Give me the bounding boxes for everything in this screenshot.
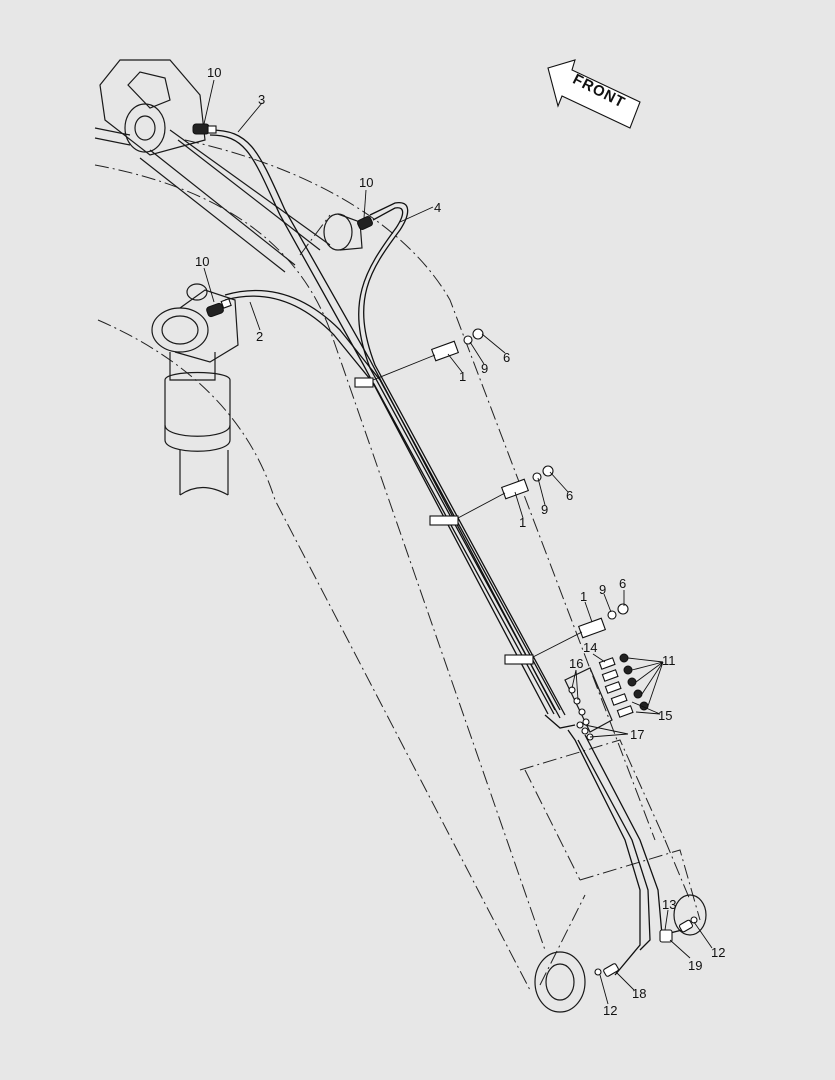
bottom-fittings — [594, 916, 698, 977]
bucket-cylinder-mount — [323, 213, 363, 251]
callout-1-middle: 1 — [519, 515, 526, 530]
callout-17: 17 — [630, 727, 644, 742]
arm-tip-pin — [534, 894, 707, 1013]
bolts-14-15 — [598, 657, 634, 718]
clamp-assembly-lower — [504, 603, 629, 665]
callout-13: 13 — [662, 897, 676, 912]
boom-outline — [94, 139, 701, 991]
callout-19: 19 — [688, 958, 702, 973]
callout-4: 4 — [434, 200, 441, 215]
fitting-10-left — [206, 298, 232, 318]
callout-18: 18 — [632, 986, 646, 1001]
leader-lines — [203, 79, 713, 1005]
clamp-assembly-upper — [354, 328, 484, 388]
callout-16: 16 — [569, 656, 583, 671]
callout-10-mid: 10 — [359, 175, 373, 190]
callout-6-lower: 6 — [619, 576, 626, 591]
callout-1-lower: 1 — [580, 589, 587, 604]
callout-11: 11 — [662, 653, 676, 668]
callout-12-right: 12 — [711, 945, 725, 960]
callout-9-lower: 9 — [599, 582, 606, 597]
fitting-10-mid — [357, 215, 373, 231]
callout-12-bottom: 12 — [603, 1003, 617, 1018]
arm-cylinder — [151, 283, 239, 496]
hose-2 — [224, 289, 561, 715]
callout-9-upper: 9 — [481, 361, 488, 376]
callout-3: 3 — [258, 92, 265, 107]
callout-15: 15 — [658, 708, 672, 723]
callout-14: 14 — [583, 640, 597, 655]
callout-10-left: 10 — [195, 254, 209, 269]
callout-9-middle: 9 — [541, 502, 548, 517]
hose-3 — [209, 129, 556, 715]
callout-6-middle: 6 — [566, 488, 573, 503]
clamp-assembly-middle — [429, 465, 554, 526]
callout-2: 2 — [256, 329, 263, 344]
fitting-10-top — [192, 123, 217, 135]
callout-6-upper: 6 — [503, 350, 510, 365]
callout-1-upper: 1 — [459, 369, 466, 384]
callout-10-top: 10 — [207, 65, 221, 80]
callout-labels: 10 3 10 4 10 2 1 9 6 1 9 6 1 9 6 14 11 1… — [195, 65, 725, 1018]
boom-top-pin — [94, 59, 331, 273]
front-direction-arrow: FRONT — [547, 59, 641, 129]
hose-4 — [358, 202, 566, 719]
